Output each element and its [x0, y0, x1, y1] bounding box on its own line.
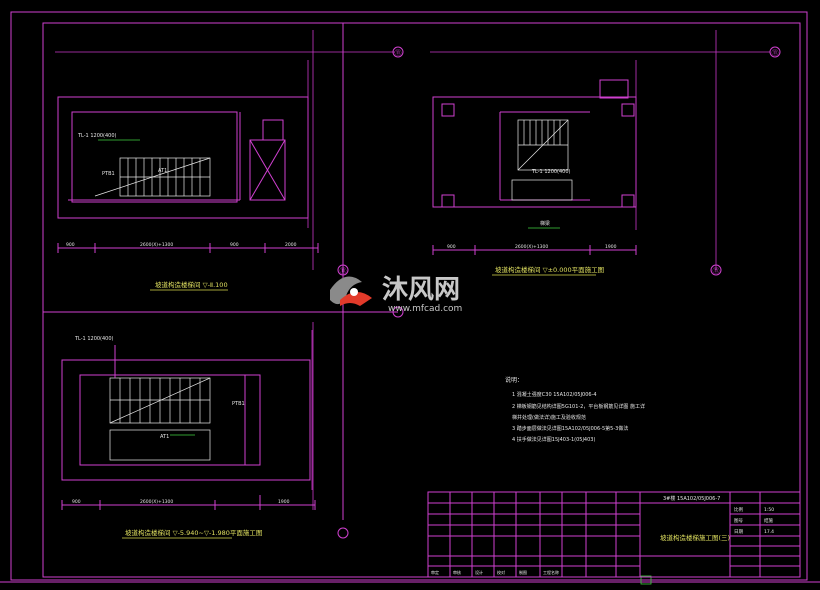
dim-1: 900 [66, 242, 75, 248]
axis-marker-1: ⑪ [395, 49, 402, 57]
watermark-url: www.mfcad.com [388, 304, 462, 314]
date-label: 日期 [734, 529, 743, 535]
label-tl-bottom: TL-1 1200(400) [74, 336, 114, 342]
grid-lines [43, 23, 770, 520]
dim-9: 2600(X)+1300 [140, 499, 173, 505]
drawing-name: 坡道构造楼梯施工图(三) [660, 533, 730, 542]
label-ptb1: PTB1 [102, 171, 115, 177]
tb-col-1: 审定 [431, 569, 439, 575]
dim-3: 900 [230, 242, 239, 248]
notes-heading: 说明： [505, 376, 523, 384]
note-1: 1 混凝土强度C30 15A102/05J006-4 [512, 391, 597, 398]
date-value: 17.4 [764, 529, 774, 535]
axis-marker-4: ⑪ [713, 267, 720, 275]
drawing-number: 3#楼 15A102/05J006-7 [663, 495, 720, 502]
note-4: 3 踏步面层做法见详图15A102/05J006-5第5-3做法 [512, 425, 628, 432]
label-at1: AT1 [158, 168, 167, 174]
label-tl-mid: TL-1 1200(400) [531, 169, 571, 175]
sheet-frame [0, 11, 820, 585]
note-2: 2 梯板钢筋见结构详图5G101-2，平台板钢筋见详图 施工详 [512, 403, 645, 410]
scale-value: 1:50 [764, 507, 774, 513]
dim-4: 2000 [285, 242, 297, 248]
note-3: 梯井处理(做法详)施工及验收规范 [512, 414, 586, 421]
label-at1-bottom: AT1 [160, 434, 169, 440]
sheet-value: 结施 [764, 517, 773, 524]
label-tl1: TL-1 1200(400) [77, 133, 117, 139]
dim-6: 2600(X)+1300 [515, 244, 548, 250]
plan-title-2: 坡道构造楼梯间 ▽±0.000平面施工图 [495, 265, 604, 274]
plan-top-right: TL-1 1200(400) 梯梁 900 2600(X)+1300 1900 … [432, 60, 637, 276]
axis-marker-3: ⑪ [340, 267, 347, 275]
dim-7: 1900 [605, 244, 617, 250]
plan-title-3: 坡道构造楼梯间 ▽-5.940~▽-1.980平面施工图 [125, 528, 262, 537]
title-block: 3#楼 15A102/05J006-7 坡道构造楼梯施工图(三) 比例 1:50… [427, 491, 801, 578]
tb-col-5: 制图 [519, 569, 527, 575]
dim-8: 900 [72, 499, 81, 505]
axis-marker-2: ⑪ [772, 49, 779, 57]
tb-col-6: 工程名称 [543, 569, 559, 575]
tb-col-3: 设计 [475, 569, 483, 575]
watermark-brand: 沐风网 [382, 275, 460, 305]
dim-10: 1900 [278, 499, 290, 505]
tb-col-2: 审核 [453, 569, 461, 575]
scale-label: 比例 [734, 506, 743, 513]
plan-bottom-left: TL-1 1200(400) AT1 PTB1 900 2600(X)+1300… [61, 330, 316, 539]
plan-title-1: 坡道构造楼梯间 ▽-Ⅱ.100 [155, 280, 228, 289]
axis-markers: ⑪ ⑪ ⑪ ⑪ [337, 46, 781, 539]
general-notes: 说明： 1 混凝土强度C30 15A102/05J006-4 2 梯板钢筋见结构… [505, 376, 645, 443]
note-5: 4 扶手做法见详图15J403-1(05J403) [512, 436, 595, 443]
sheet-label: 图号 [734, 518, 743, 524]
label-ptb-bottom: PTB1 [232, 401, 245, 407]
label-beam: 梯梁 [540, 220, 550, 227]
tb-col-4: 校对 [497, 569, 505, 575]
dim-2: 2600(X)+1300 [140, 242, 173, 248]
dim-5: 900 [447, 244, 456, 250]
plan-top-left: TL-1 1200(400) PTB1 AT1 900 2600(X)+1300… [57, 60, 319, 291]
mfcad-logo-icon [330, 276, 372, 306]
watermark: 沐风网 www.mfcad.com [330, 275, 462, 314]
